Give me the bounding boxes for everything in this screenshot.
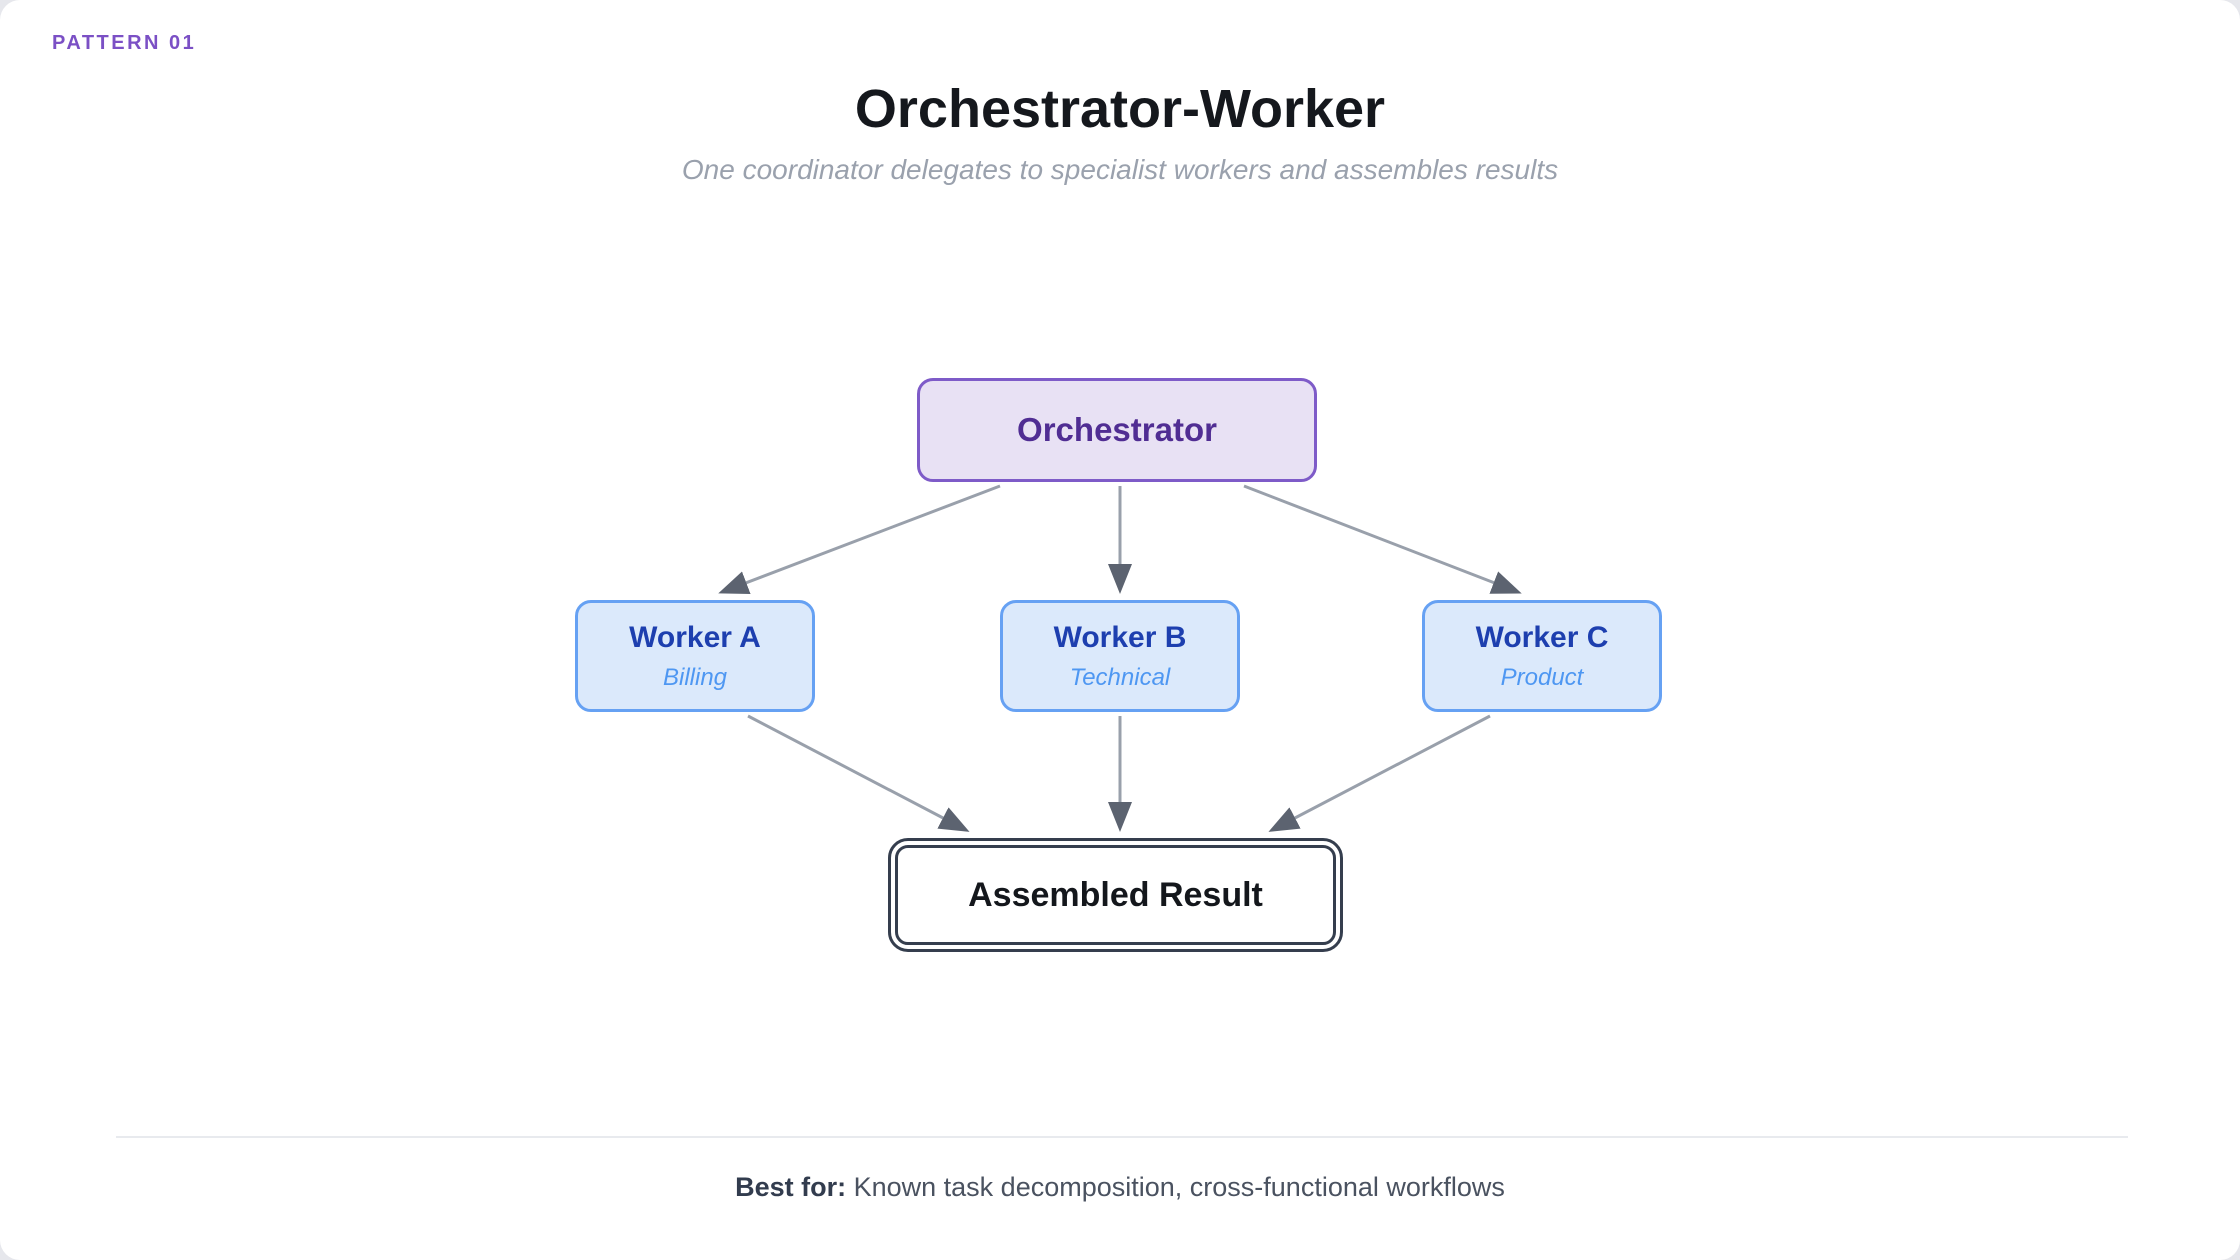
worker-a-node-sublabel: Billing [662, 663, 728, 691]
worker-b-node: Worker B Technical [1000, 600, 1240, 712]
footer-note: Best for: Known task decomposition, cros… [0, 1172, 2240, 1203]
page-title: Orchestrator-Worker [854, 79, 1386, 139]
worker-a-node: Worker A Billing [575, 600, 815, 712]
worker-a-node-label: Worker A [629, 620, 761, 654]
assembled-result-node: Assembled Result [888, 838, 1343, 952]
page-subtitle: One coordinator delegates to specialist … [681, 154, 1559, 185]
worker-b-node-sublabel: Technical [1069, 663, 1171, 691]
worker-c-node-label: Worker C [1475, 620, 1609, 654]
worker-b-node-label: Worker B [1053, 620, 1187, 654]
arrow-worker-c-to-result [1268, 714, 1491, 832]
worker-c-node-sublabel: Product [1500, 663, 1584, 691]
orchestrator-node: Orchestrator [917, 378, 1317, 482]
footer-note-label: Best for: [735, 1172, 847, 1202]
arrow-worker-a-to-result [747, 714, 970, 832]
worker-c-node: Worker C Product [1422, 600, 1662, 712]
arrow-orchestrator-to-worker-a [718, 484, 1001, 594]
orchestrator-node-label: Orchestrator [1017, 411, 1217, 448]
footer-divider [116, 1136, 2128, 1138]
assembled-result-inner-border: Assembled Result [895, 845, 1336, 945]
pattern-number-label: PATTERN 01 [52, 32, 197, 54]
assembled-result-label: Assembled Result [968, 875, 1263, 914]
arrow-orchestrator-to-worker-c [1243, 484, 1522, 594]
footer-note-text: Known task decomposition, cross-function… [846, 1172, 1505, 1202]
